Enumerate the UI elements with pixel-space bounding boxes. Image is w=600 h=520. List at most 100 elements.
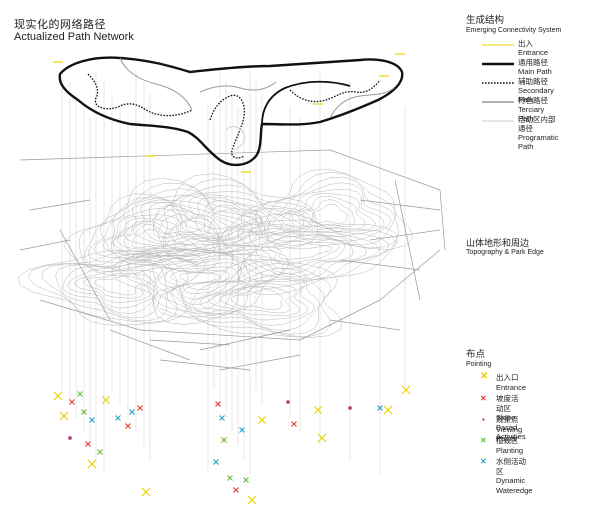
legend-label-cn: 观景点 — [496, 415, 519, 424]
programatic-path — [225, 126, 245, 149]
legend-label-en: Planting — [496, 445, 524, 455]
legend-label-en: Entrance — [496, 382, 527, 392]
pointing-x-marker — [69, 399, 75, 405]
top-entrance-markers — [53, 53, 405, 173]
contour-line — [152, 209, 212, 239]
contour-line — [194, 200, 271, 238]
road-line — [394, 179, 421, 301]
pointing-x-marker — [247, 495, 257, 505]
pointing-x-marker — [137, 405, 143, 411]
contour-line — [83, 272, 152, 299]
road-line — [19, 149, 331, 161]
contour-line — [192, 273, 315, 326]
pointing-x-marker — [125, 423, 131, 429]
contour-line — [230, 289, 284, 310]
secondary-path-3 — [289, 79, 381, 103]
contour-line — [166, 260, 332, 337]
title-english: Actualized Path Network — [14, 31, 134, 43]
contour-line — [311, 203, 348, 224]
contour-line — [123, 224, 176, 252]
road-line — [19, 239, 71, 251]
pointing-x-marker — [243, 477, 249, 483]
topography-label-en: Topography & Park Edge — [466, 249, 544, 256]
contour-line — [100, 177, 269, 266]
entrance-x-icon: ✕ — [480, 371, 489, 382]
contour-line — [164, 184, 312, 251]
contour-line — [168, 191, 304, 246]
contour-line — [140, 255, 263, 313]
pointing-x-marker — [239, 427, 245, 433]
legend-label-en: Programatic Path — [518, 133, 559, 151]
topography-layer — [18, 169, 413, 338]
legend-label-en: Terciary Path — [518, 105, 545, 123]
pointing-x-marker — [233, 487, 239, 493]
road-line — [109, 329, 191, 361]
legend-label-en: Dynamic Wateredge — [496, 476, 533, 495]
legend-label-cn: 出入 — [518, 39, 533, 48]
contour-line — [66, 265, 164, 309]
road-line — [159, 359, 251, 371]
contour-line — [263, 176, 395, 246]
tertiary-path-1 — [119, 57, 193, 111]
contour-line — [128, 252, 275, 315]
road-line — [219, 354, 301, 371]
contour-line — [281, 193, 376, 233]
pointing-x-marker — [258, 416, 266, 424]
contour-line — [131, 228, 169, 249]
legend-label-en: Slope-Based Activities — [496, 413, 526, 441]
contour-line — [62, 260, 167, 314]
legend-structure-heading-en: Emerging Connectivity System — [466, 27, 562, 34]
pointing-x-marker — [227, 475, 233, 481]
legend-label-cn: 通用路径 — [518, 58, 548, 67]
pointing-x-marker — [314, 406, 322, 414]
viewing-point-marker — [348, 406, 352, 410]
pointing-x-marker — [59, 411, 69, 421]
road-line — [29, 199, 91, 211]
pointing-x-marker — [115, 415, 121, 421]
topography-label-cn: 山体地形和周边 — [466, 239, 530, 249]
slope-x-icon: ✕ — [480, 394, 487, 403]
road-line — [379, 249, 441, 301]
contour-line — [241, 169, 413, 250]
secondary-path-swatch — [482, 82, 514, 84]
pointing-x-marker — [129, 409, 135, 415]
legend-label-en: Main Path — [518, 67, 552, 76]
main-path-inner — [261, 80, 351, 125]
pointing-x-marker — [97, 449, 103, 455]
tertiary-path-swatch — [482, 101, 514, 103]
path-network-layer — [58, 56, 404, 167]
legend-label-en: Secondary Path — [518, 86, 554, 104]
pointing-x-marker — [77, 391, 83, 397]
title-chinese: 现实化的网络路径 — [14, 18, 106, 31]
pointing-x-marker — [85, 441, 91, 447]
viewing-point-marker — [286, 400, 290, 404]
road-line — [329, 149, 441, 191]
contour-line — [87, 208, 214, 266]
pointing-x-marker — [383, 405, 393, 415]
road-line — [439, 189, 446, 251]
contour-line — [272, 189, 385, 237]
pointing-x-marker — [401, 385, 411, 395]
contour-line — [302, 199, 356, 227]
contour-line — [27, 250, 200, 323]
contour-line — [291, 195, 366, 230]
pointing-x-marker — [219, 415, 225, 421]
road-line — [299, 299, 381, 341]
pointing-x-marker — [291, 421, 297, 427]
legend-label-cn: 坡度活动区 — [496, 394, 519, 413]
road-network-layer — [19, 149, 446, 371]
contour-line — [41, 252, 189, 322]
contour-line — [112, 188, 260, 255]
legend-label-en: Viewing Points — [496, 424, 523, 444]
secondary-path-2 — [209, 94, 246, 159]
contour-line — [74, 270, 159, 303]
